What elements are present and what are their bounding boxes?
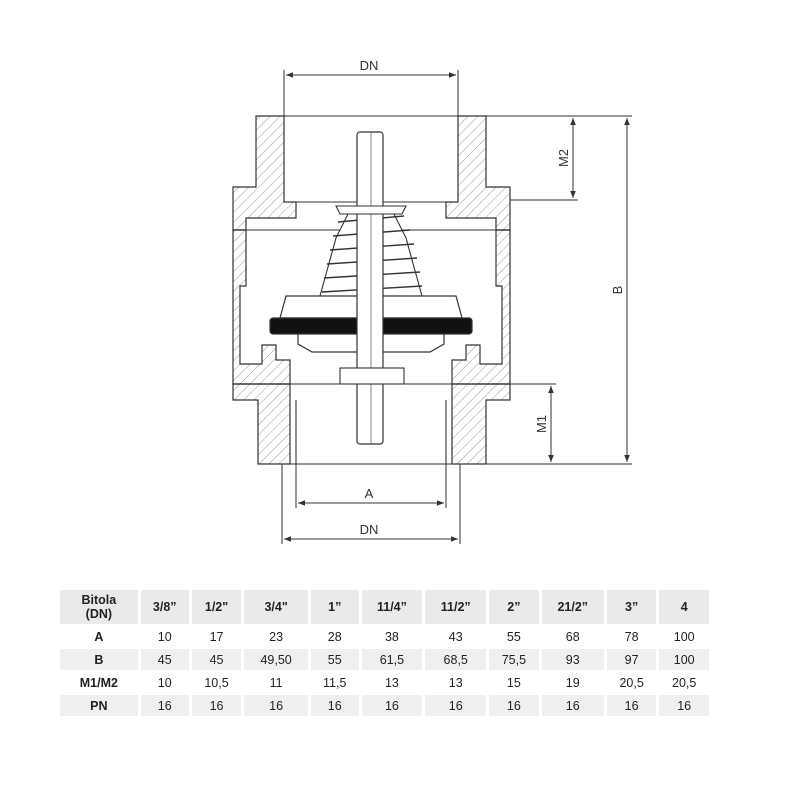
valve-stem [356, 131, 384, 445]
size-header: 3/8” [140, 590, 189, 624]
table-cell: 43 [425, 626, 487, 647]
bottom-right-body-wall [451, 383, 511, 465]
table-row: M1/M2 10 10,5 11 11,5 13 13 15 19 20,5 2… [60, 672, 709, 693]
table-row: A 10 17 23 28 38 43 55 68 78 100 [60, 626, 709, 647]
table-cell: 16 [361, 695, 423, 716]
table-cell: 19 [541, 672, 604, 693]
top-right-body-wall [445, 115, 511, 231]
size-header: 1/2" [191, 590, 242, 624]
right-body-side [451, 229, 511, 385]
table-cell: 20,5 [606, 672, 657, 693]
bottom-left-body-wall [232, 383, 291, 465]
dimension-m1 [486, 383, 556, 465]
table-row: B 45 45 49,50 55 61,5 68,5 75,5 93 97 10… [60, 649, 709, 670]
table-cell: 16 [541, 695, 604, 716]
table-cell: 75,5 [489, 649, 539, 670]
dimension-table: Bitola (DN) 3/8” 1/2" 3/4" 1” 11/4” 11/2… [57, 588, 712, 718]
table-cell: 61,5 [361, 649, 423, 670]
table-cell: 45 [191, 649, 242, 670]
table-cell: 13 [425, 672, 487, 693]
dimension-m2 [486, 115, 578, 201]
dimension-dn-bottom [281, 464, 461, 544]
row-label: A [60, 626, 138, 647]
size-header: 21/2” [541, 590, 604, 624]
header-label-line-1: Bitola [81, 593, 117, 607]
check-valve-section-drawing: DN A DN M2 M1 B [232, 58, 632, 544]
dimension-dn-top [283, 70, 459, 116]
dimension-label-b: B [610, 286, 625, 295]
top-left-body-wall [232, 115, 297, 231]
table-cell: 49,50 [244, 649, 308, 670]
row-label: B [60, 649, 138, 670]
table-cell: 16 [489, 695, 539, 716]
size-header: 3/4" [244, 590, 308, 624]
table-cell: 45 [140, 649, 189, 670]
table-cell: 97 [606, 649, 657, 670]
table-cell: 23 [244, 626, 308, 647]
table-cell: 20,5 [659, 672, 709, 693]
table-cell: 55 [310, 649, 359, 670]
table-cell: 16 [659, 695, 709, 716]
size-header: 2” [489, 590, 539, 624]
table-cell: 16 [140, 695, 189, 716]
size-header: 4 [659, 590, 709, 624]
table-cell: 68 [541, 626, 604, 647]
table-cell: 78 [606, 626, 657, 647]
table-cell: 28 [310, 626, 359, 647]
table-cell: 15 [489, 672, 539, 693]
table-cell: 93 [541, 649, 604, 670]
table-cell: 16 [310, 695, 359, 716]
dimension-label-m2: M2 [556, 149, 571, 167]
table-cell: 55 [489, 626, 539, 647]
table-cell: 10 [140, 672, 189, 693]
dimension-a [295, 464, 447, 508]
table-cell: 16 [191, 695, 242, 716]
table-cell: 11,5 [310, 672, 359, 693]
table-row: PN 16 16 16 16 16 16 16 16 16 16 [60, 695, 709, 716]
table-cell: 68,5 [425, 649, 487, 670]
table-header-row: Bitola (DN) 3/8” 1/2" 3/4" 1” 11/4” 11/2… [60, 590, 709, 624]
size-header: 11/4” [361, 590, 423, 624]
table-cell: 10 [140, 626, 189, 647]
table-cell: 100 [659, 626, 709, 647]
table-cell: 16 [425, 695, 487, 716]
header-label-line-2: (DN) [85, 607, 113, 621]
table-cell: 11 [244, 672, 308, 693]
table-cell: 100 [659, 649, 709, 670]
table-cell: 16 [244, 695, 308, 716]
table-cell: 13 [361, 672, 423, 693]
left-body-side [232, 229, 291, 385]
dimension-label-m1: M1 [534, 415, 549, 433]
size-header: 3” [606, 590, 657, 624]
dimension-b [556, 115, 632, 465]
table-cell: 38 [361, 626, 423, 647]
header-label-bitola: Bitola (DN) [60, 590, 138, 624]
table-cell: 16 [606, 695, 657, 716]
table-cell: 17 [191, 626, 242, 647]
table-cell: 10,5 [191, 672, 242, 693]
dimension-label-dn-bottom: DN [360, 522, 379, 537]
size-header: 11/2” [425, 590, 487, 624]
valve-body [232, 115, 511, 465]
row-label: PN [60, 695, 138, 716]
dimension-label-dn-top: DN [360, 58, 379, 73]
dimension-label-a: A [365, 486, 374, 501]
size-header: 1” [310, 590, 359, 624]
row-label: M1/M2 [60, 672, 138, 693]
